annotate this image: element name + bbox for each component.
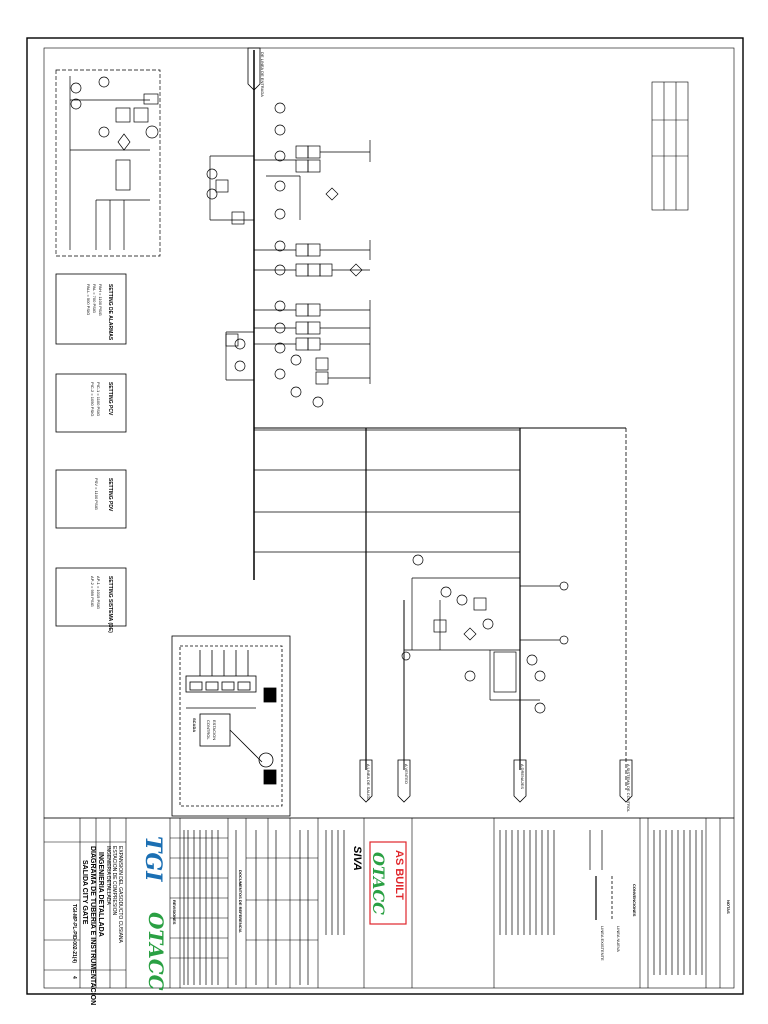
project-line-3: INGENIERIA DETALLADA [105, 846, 111, 905]
drawing-number: TGI-MP-PL-PID-002-21(4) [71, 904, 77, 963]
legend-new: LINEA NUEVA [616, 926, 621, 952]
sheet-border [26, 37, 744, 995]
title-block [43, 817, 735, 989]
settings-boxes [55, 273, 127, 627]
references-title: DOCUMENTOS DE REFERENCIA [238, 870, 243, 933]
scada-detail-panel [171, 635, 291, 817]
sheet-number: 4 [71, 976, 77, 979]
outlet-label-5: DE LINEA DE ENTRADA [260, 52, 265, 97]
as-built-otacc: OTACC [369, 852, 388, 915]
setting-title-4: SETTING DE ALARMAS [107, 284, 113, 341]
revision-mini-table [651, 81, 689, 211]
project-line-1: EXPANSION DEL GASODUCTO CUSIANA [117, 846, 123, 943]
main-header [247, 47, 633, 803]
drawing-title-line-2: DIAGRAMA DE TUBERIA E INSTRUMENTACION [89, 846, 96, 1006]
setting-1-line-2: AP-2 = 999 PSIG [90, 576, 95, 607]
revisions-title: REVISIONES [172, 900, 177, 925]
setting-1-line-1: AP-1 = 1015 PSIG [96, 576, 101, 610]
scada-label-1: ESTACION [212, 720, 217, 741]
scada-title: SCADA [192, 718, 197, 733]
drawing-title-line-3: SALIDA CITY GATE [81, 860, 88, 925]
setting-4-line-1: PAH = 1100 PSIG [98, 284, 103, 316]
setting-4-line-2: PAL = 700 PSIG [92, 284, 97, 314]
tgi-logo: TGI [140, 836, 166, 882]
otacc-logo: OTACC [144, 912, 168, 991]
as-built-label: AS BUILT [393, 850, 405, 900]
setting-title-3: SETTING PCV [107, 382, 113, 416]
conventions-title: CONVENCIONES [632, 884, 637, 917]
notes-title: NOTAS [726, 900, 731, 914]
outlet-label-2: A VENTEO [404, 764, 409, 785]
setting-title-2: SETTING PDV [107, 478, 113, 512]
setting-3-line-1: PIC-1 = 1100 PSIG [96, 382, 101, 417]
outlet-label-4: A SISTEMA DE CONTROL [626, 764, 631, 813]
scada-label-2: CONTROL [206, 720, 211, 740]
drawing-title-line-1: INGENIERIA DETALLADA [97, 852, 104, 937]
setting-4-line-3: PALL = 500 PSIG [86, 284, 91, 316]
inlet-area [55, 69, 161, 257]
instruments [206, 102, 477, 641]
project-line-2: ESTACION DE COMPRESION [111, 846, 117, 916]
regulator-run [401, 554, 569, 714]
setting-2-line-1: PSV = 1100 PSIG [94, 478, 99, 510]
setting-title-1: SETTING SISTEMA (DE) [107, 576, 113, 633]
legend-existing: LINEA EXISTENTE [600, 926, 605, 961]
outlet-label-1: A LINEA DE SALIDA [366, 764, 371, 801]
outlet-label-3: A DRENAJES [520, 764, 525, 789]
setting-3-line-2: PIC-2 = 1050 PSIG [90, 382, 95, 417]
siva-logo: SIVA [351, 846, 363, 871]
as-built-stamp [369, 841, 407, 925]
